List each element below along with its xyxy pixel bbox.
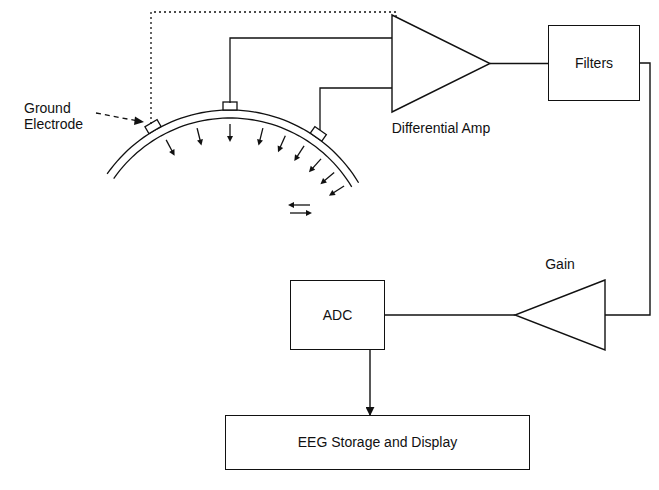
box-label: ADC (323, 307, 353, 324)
field-arrow (312, 159, 321, 169)
field-arrowhead (227, 136, 233, 142)
field-arrowhead (257, 139, 263, 146)
field-arrowhead (309, 166, 315, 172)
field-arrowhead (288, 202, 294, 208)
process-box: EEG Storage and Display (225, 415, 530, 470)
amplifier-label: Gain (545, 256, 575, 273)
electrode (310, 127, 326, 142)
box-label: EEG Storage and Display (298, 434, 458, 451)
field-arrow (229, 124, 230, 138)
field-arrow (332, 186, 344, 194)
leader-line (96, 113, 138, 121)
field-arrowhead (329, 190, 336, 196)
field-arrow (166, 140, 173, 152)
amplifier-triangle: Differential Amp (392, 15, 490, 112)
triangle-outline (392, 15, 490, 112)
box-label: Filters (575, 55, 613, 72)
field-arrowhead (320, 178, 327, 184)
field-arrowhead (306, 210, 312, 216)
triangle-shape (392, 15, 490, 112)
field-arrowhead (197, 139, 203, 146)
field-arrowhead (169, 149, 174, 156)
part-label: Ground Electrode (24, 100, 96, 132)
field-arrowhead (294, 154, 300, 161)
field-arrowhead (278, 146, 283, 153)
process-box: ADC (290, 280, 385, 350)
triangle-outline (515, 280, 605, 350)
scalp-outline (114, 118, 352, 187)
field-arrow (296, 146, 304, 158)
leader-arrowhead (134, 117, 144, 126)
electrode-wire (230, 38, 392, 103)
field-arrow (323, 173, 334, 182)
field-arrow (197, 128, 200, 142)
signal-connector (369, 350, 370, 415)
ground-wire (151, 12, 396, 124)
amplifier-label: Differential Amp (392, 120, 491, 137)
electrode (223, 102, 237, 110)
field-arrow (280, 136, 286, 149)
triangle-shape (515, 280, 605, 350)
process-box: Filters (548, 25, 640, 101)
field-arrow (260, 128, 263, 142)
ground-electrode (145, 120, 161, 134)
amplifier-triangle: Gain (515, 280, 605, 350)
signal-connector (385, 314, 515, 315)
signal-connector (490, 63, 548, 64)
electrode-wire (320, 88, 392, 130)
